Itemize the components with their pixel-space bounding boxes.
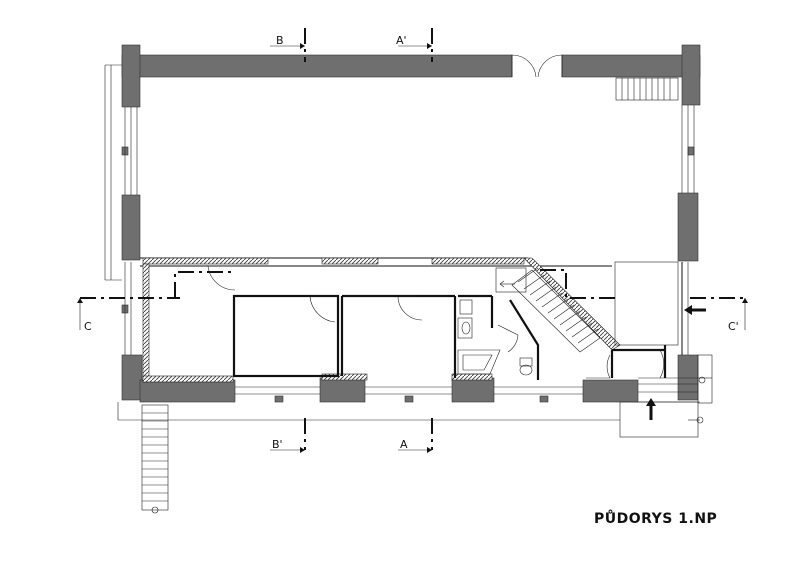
section-label-a-bottom: A (400, 438, 408, 451)
entrance-double-door (511, 54, 563, 78)
right-entrance (614, 261, 713, 438)
bathroom-fixtures (457, 299, 533, 376)
section-label-b-prime-bottom: B' (272, 438, 283, 451)
interior-doors (207, 265, 664, 379)
external-stair (141, 404, 169, 514)
section-label-c-prime-right: C' (728, 320, 739, 333)
window-lines (104, 64, 700, 421)
diagonal-staircase (495, 267, 601, 353)
section-label-b-top: B (276, 34, 284, 47)
section-label-c-left: C (84, 320, 92, 333)
top-right-stair (615, 77, 679, 101)
interior-partitions (140, 257, 683, 383)
plan-title: PŮDORYS 1.NP (594, 509, 717, 527)
section-cut-lines (77, 28, 748, 453)
section-label-a-prime-top: A' (396, 34, 407, 47)
